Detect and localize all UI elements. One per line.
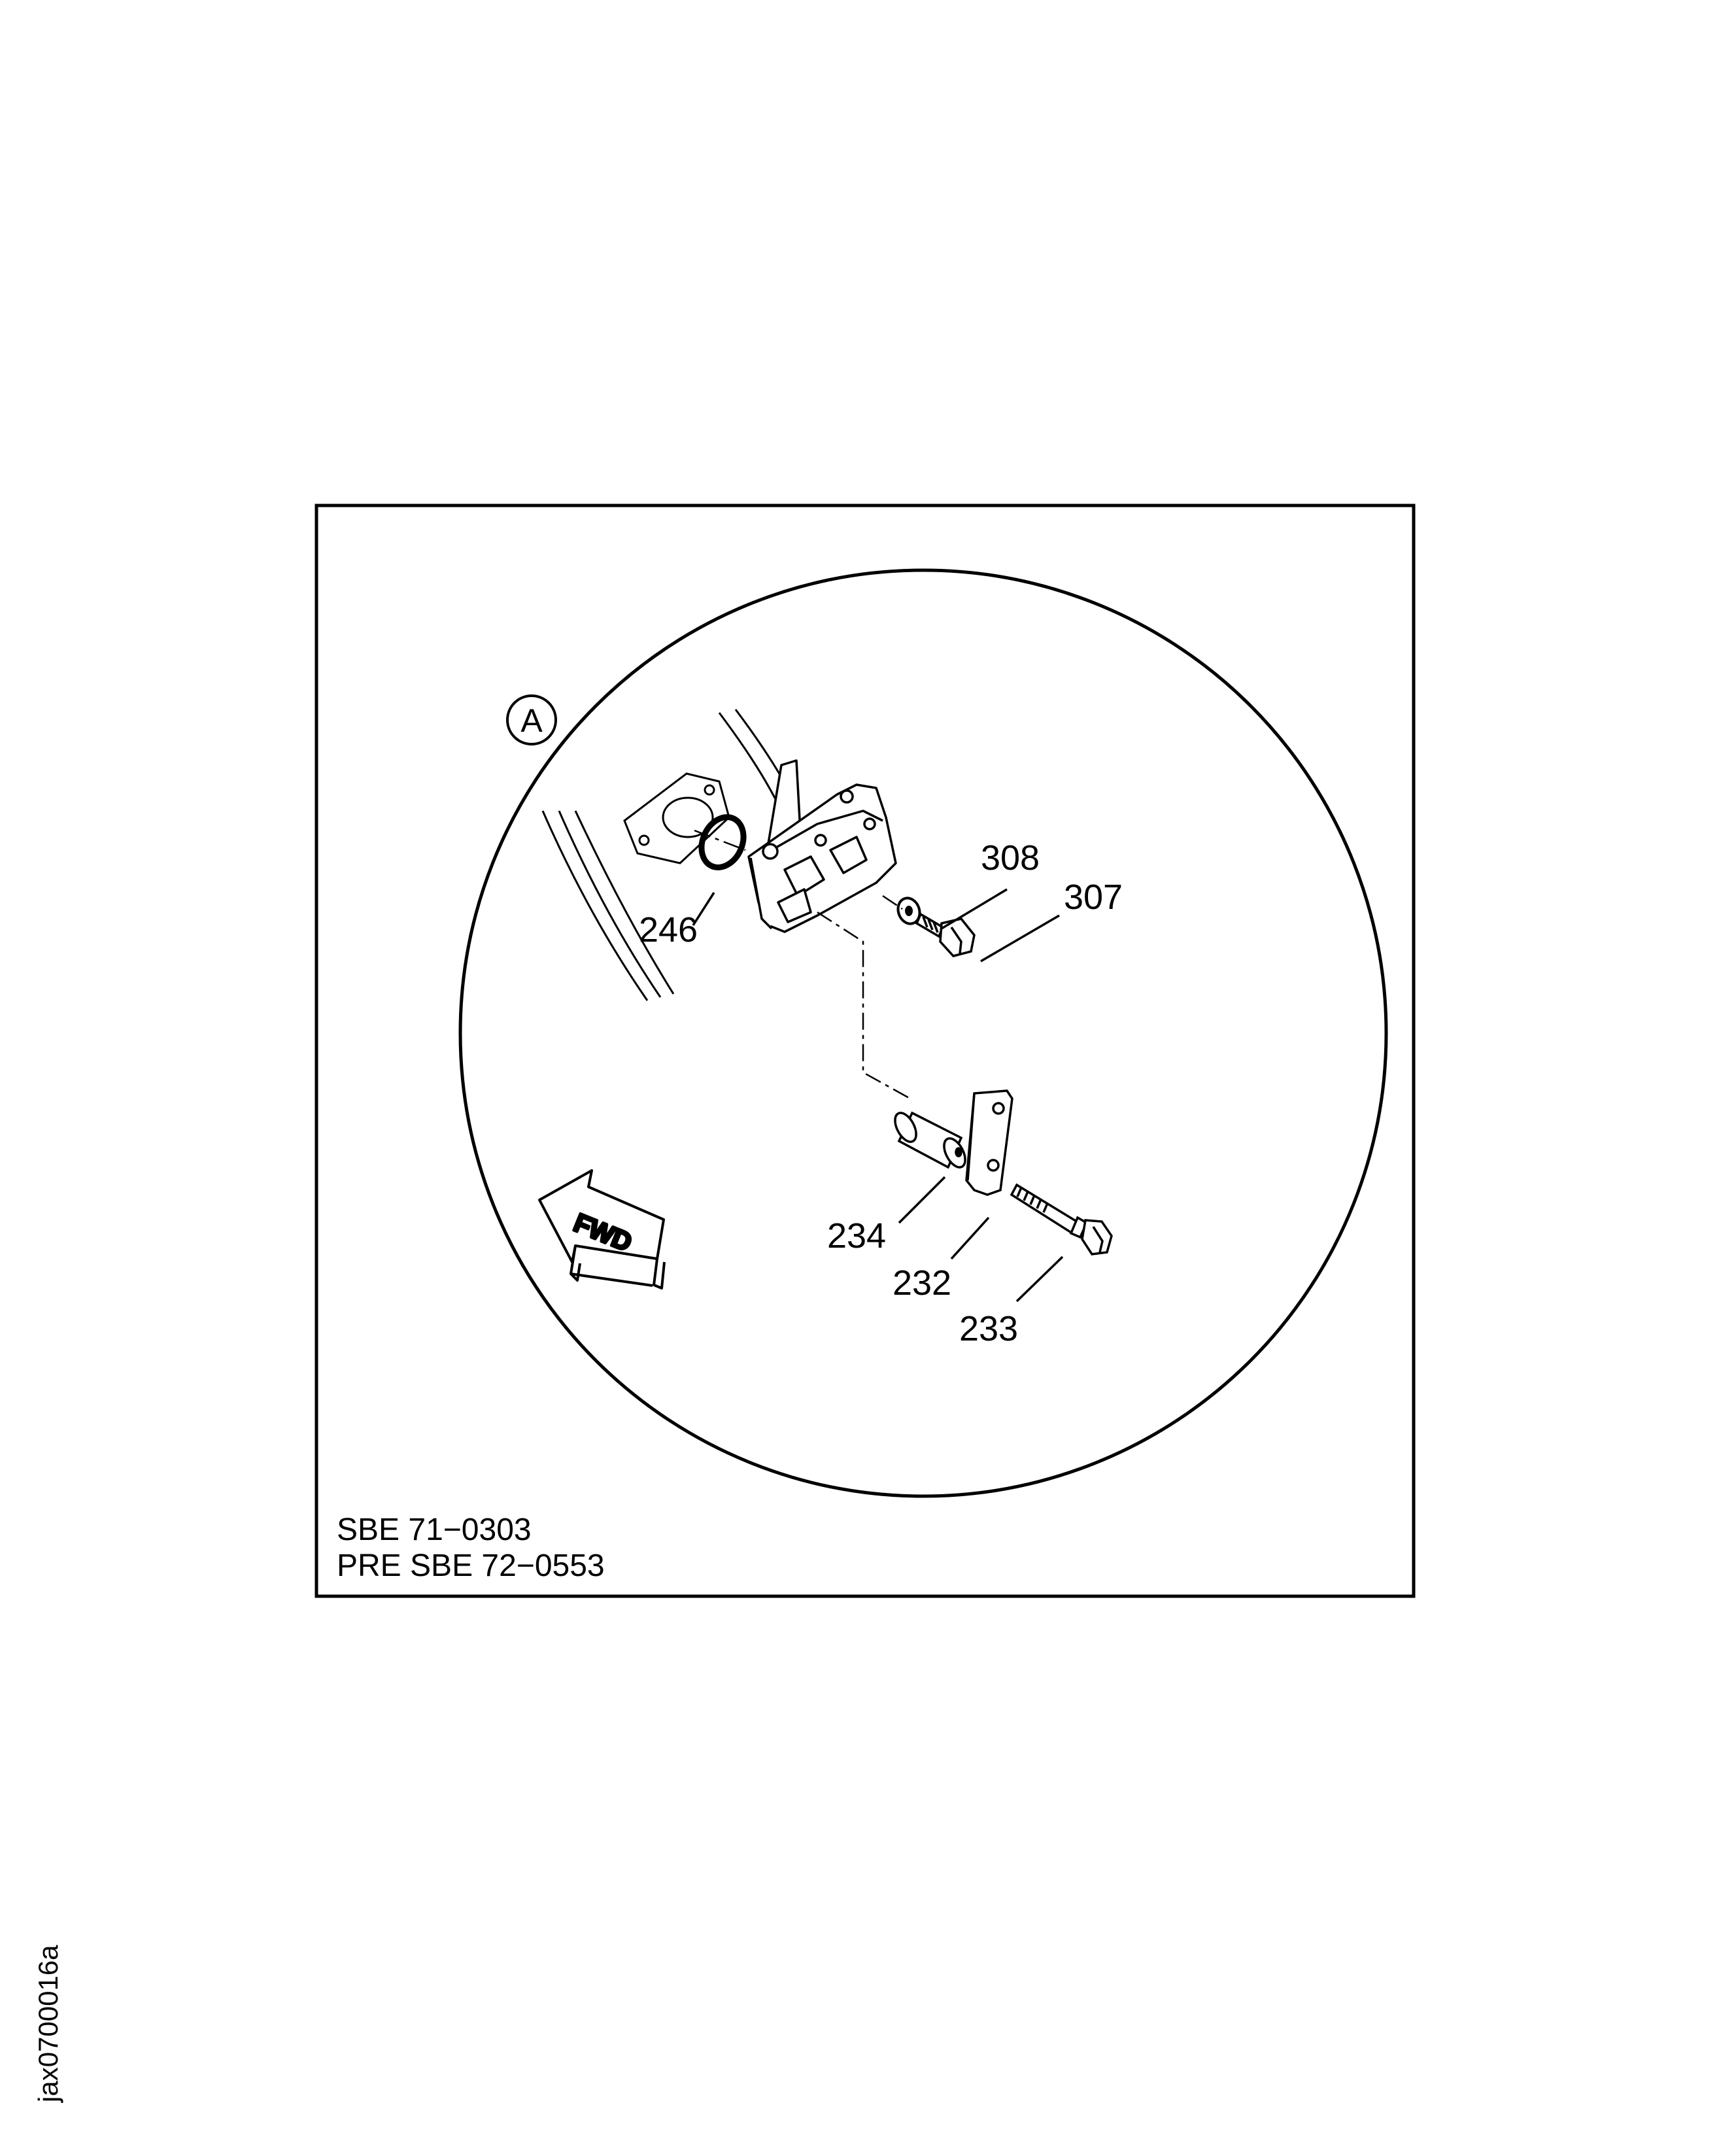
callout-234: 234 (827, 1216, 886, 1256)
note-line-1: SBE 71−0303 (337, 1513, 532, 1547)
detail-view-circle (458, 568, 1388, 1498)
callout-233: 233 (959, 1309, 1018, 1348)
mounting-flange (623, 772, 730, 864)
bolt-233 (1010, 1183, 1113, 1256)
valve-bracket (747, 759, 897, 933)
detail-frame (315, 504, 1416, 1598)
callout-308: 308 (981, 838, 1040, 878)
callout-307: 307 (1064, 878, 1123, 917)
note-line-2: PRE SBE 72−0553 (337, 1548, 605, 1583)
engine-casing (541, 709, 796, 1001)
view-label-text: A (520, 702, 543, 739)
spacer-234 (894, 1111, 966, 1169)
fwd-arrow: FWD (538, 1169, 666, 1290)
callout-232: 232 (893, 1263, 951, 1303)
bolt-307 (915, 912, 976, 957)
plate-232 (965, 1089, 1013, 1196)
view-label-a: A (506, 694, 557, 745)
assembly-lines (694, 829, 911, 1100)
callout-246: 246 (639, 910, 698, 949)
figure-id: jax0700016a (33, 1945, 63, 2104)
leader-lines (692, 888, 1064, 1303)
